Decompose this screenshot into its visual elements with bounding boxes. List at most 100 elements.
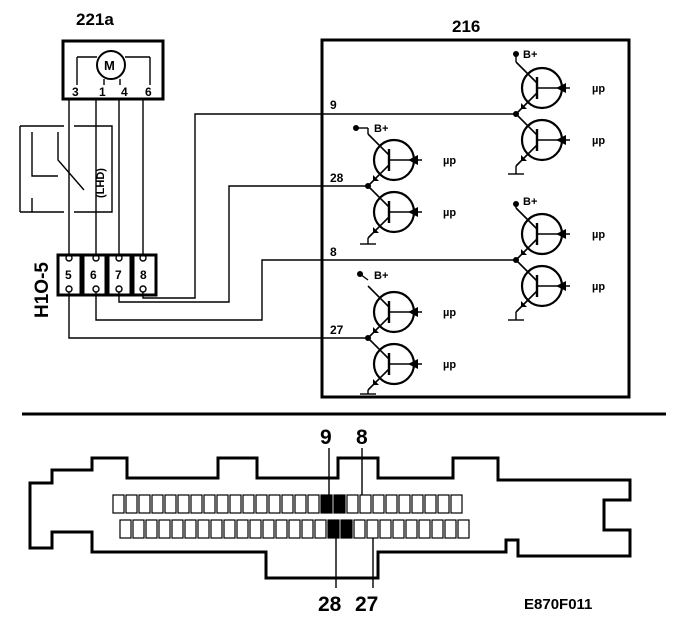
motor-box bbox=[61, 39, 165, 101]
control-label-6: µp bbox=[592, 281, 605, 293]
module-box bbox=[320, 38, 631, 399]
plug-cavity bbox=[431, 519, 444, 539]
control-label-3: µp bbox=[443, 155, 456, 167]
plug-cavity-grid bbox=[112, 494, 470, 539]
plug-cavity bbox=[236, 519, 249, 539]
plug-cavity bbox=[171, 519, 184, 539]
plug-cavity bbox=[392, 519, 405, 539]
control-label-7: µp bbox=[443, 307, 456, 319]
plug-cavity bbox=[138, 494, 151, 514]
module-pin-28: 28 bbox=[330, 171, 344, 185]
plug-cavity bbox=[249, 519, 262, 539]
plug-cavity bbox=[379, 519, 392, 539]
plug-cavity bbox=[164, 494, 177, 514]
plug-cavity bbox=[190, 494, 203, 514]
plug-cavity bbox=[275, 519, 288, 539]
plug-cavity bbox=[223, 519, 236, 539]
motor-pin-1: 1 bbox=[99, 85, 106, 99]
plug-cavity-highlighted bbox=[327, 519, 340, 539]
figure-code: E870F011 bbox=[524, 596, 592, 613]
plug-cavity bbox=[411, 494, 424, 514]
plug-cavity bbox=[366, 519, 379, 539]
plug-cavity bbox=[372, 494, 385, 514]
plug-cavity bbox=[359, 494, 372, 514]
plug-cavity bbox=[268, 494, 281, 514]
plug-cavity bbox=[346, 494, 359, 514]
control-label-8: µp bbox=[443, 359, 456, 371]
connector-pin-7: 7 bbox=[115, 268, 122, 282]
connector-pin-6: 6 bbox=[90, 268, 97, 282]
plug-cavity bbox=[450, 494, 463, 514]
plug-cavity bbox=[314, 519, 327, 539]
driver-middle-right bbox=[508, 201, 572, 321]
driver-top-right bbox=[508, 51, 572, 175]
module-pin-8: 8 bbox=[330, 245, 337, 259]
motor-pin-6: 6 bbox=[145, 85, 152, 99]
supply-label-1: B+ bbox=[523, 49, 537, 61]
driver-lower-left bbox=[357, 271, 424, 395]
motor-symbol bbox=[96, 50, 126, 80]
plug-cavity bbox=[197, 519, 210, 539]
module-label: 216 bbox=[452, 17, 480, 36]
plug-label-28: 28 bbox=[318, 593, 342, 616]
module-pin-9: 9 bbox=[330, 98, 337, 112]
lhd-note: (LHD) bbox=[95, 168, 107, 198]
plug-cavity bbox=[457, 519, 470, 539]
supply-label-2: B+ bbox=[374, 123, 388, 135]
motor-pin-3: 3 bbox=[72, 85, 79, 99]
plug-cavity bbox=[288, 519, 301, 539]
connector-label: H1O-5 bbox=[32, 262, 53, 318]
plug-cavity bbox=[301, 519, 314, 539]
plug-cavity bbox=[210, 519, 223, 539]
supply-label-3: B+ bbox=[523, 196, 537, 208]
motor-label: 221a bbox=[76, 10, 114, 29]
plug-label-27: 27 bbox=[355, 593, 378, 616]
control-label-1: µp bbox=[592, 83, 605, 95]
plug-cavity bbox=[145, 519, 158, 539]
plug-cavity bbox=[119, 519, 132, 539]
control-label-2: µp bbox=[592, 135, 605, 147]
plug-cavity bbox=[229, 494, 242, 514]
plug-cavity bbox=[158, 519, 171, 539]
plug-cavity bbox=[151, 494, 164, 514]
plug-cavity bbox=[125, 494, 138, 514]
harness-wiring bbox=[19, 99, 144, 255]
plug-cavity bbox=[385, 494, 398, 514]
plug-label-8: 8 bbox=[356, 426, 368, 449]
plug-cavity bbox=[405, 519, 418, 539]
module-pin-27: 27 bbox=[330, 323, 344, 337]
plug-cavity-highlighted bbox=[320, 494, 333, 514]
plug-cavity-highlighted bbox=[333, 494, 346, 514]
plug-cavity bbox=[418, 519, 431, 539]
plug-cavity bbox=[444, 519, 457, 539]
connector-pin-5: 5 bbox=[65, 268, 72, 282]
control-label-5: µp bbox=[592, 229, 605, 241]
plug-cavity bbox=[437, 494, 450, 514]
plug-cavity bbox=[177, 494, 190, 514]
connector-pin-8: 8 bbox=[140, 268, 147, 282]
plug-cavity bbox=[262, 519, 275, 539]
plug-cavity bbox=[307, 494, 320, 514]
control-label-4: µp bbox=[443, 207, 456, 219]
plug-cavity bbox=[353, 519, 366, 539]
supply-label-4: B+ bbox=[374, 270, 388, 282]
plug-label-9: 9 bbox=[320, 426, 332, 449]
plug-cavity bbox=[132, 519, 145, 539]
plug-cavity bbox=[203, 494, 216, 514]
plug-cavity bbox=[398, 494, 411, 514]
driver-upper-left bbox=[353, 125, 424, 245]
motor-symbol-text: M bbox=[104, 58, 115, 73]
plug-cavity-highlighted bbox=[340, 519, 353, 539]
plug-cavity bbox=[112, 494, 125, 514]
plug-cavity bbox=[255, 494, 268, 514]
plug-housing bbox=[28, 456, 632, 580]
plug-cavity bbox=[242, 494, 255, 514]
plug-cavity bbox=[184, 519, 197, 539]
module-wires bbox=[68, 113, 516, 339]
plug-cavity bbox=[216, 494, 229, 514]
plug-cavity bbox=[294, 494, 307, 514]
plug-cavity bbox=[424, 494, 437, 514]
motor-pin-4: 4 bbox=[121, 85, 128, 99]
plug-cavity bbox=[281, 494, 294, 514]
